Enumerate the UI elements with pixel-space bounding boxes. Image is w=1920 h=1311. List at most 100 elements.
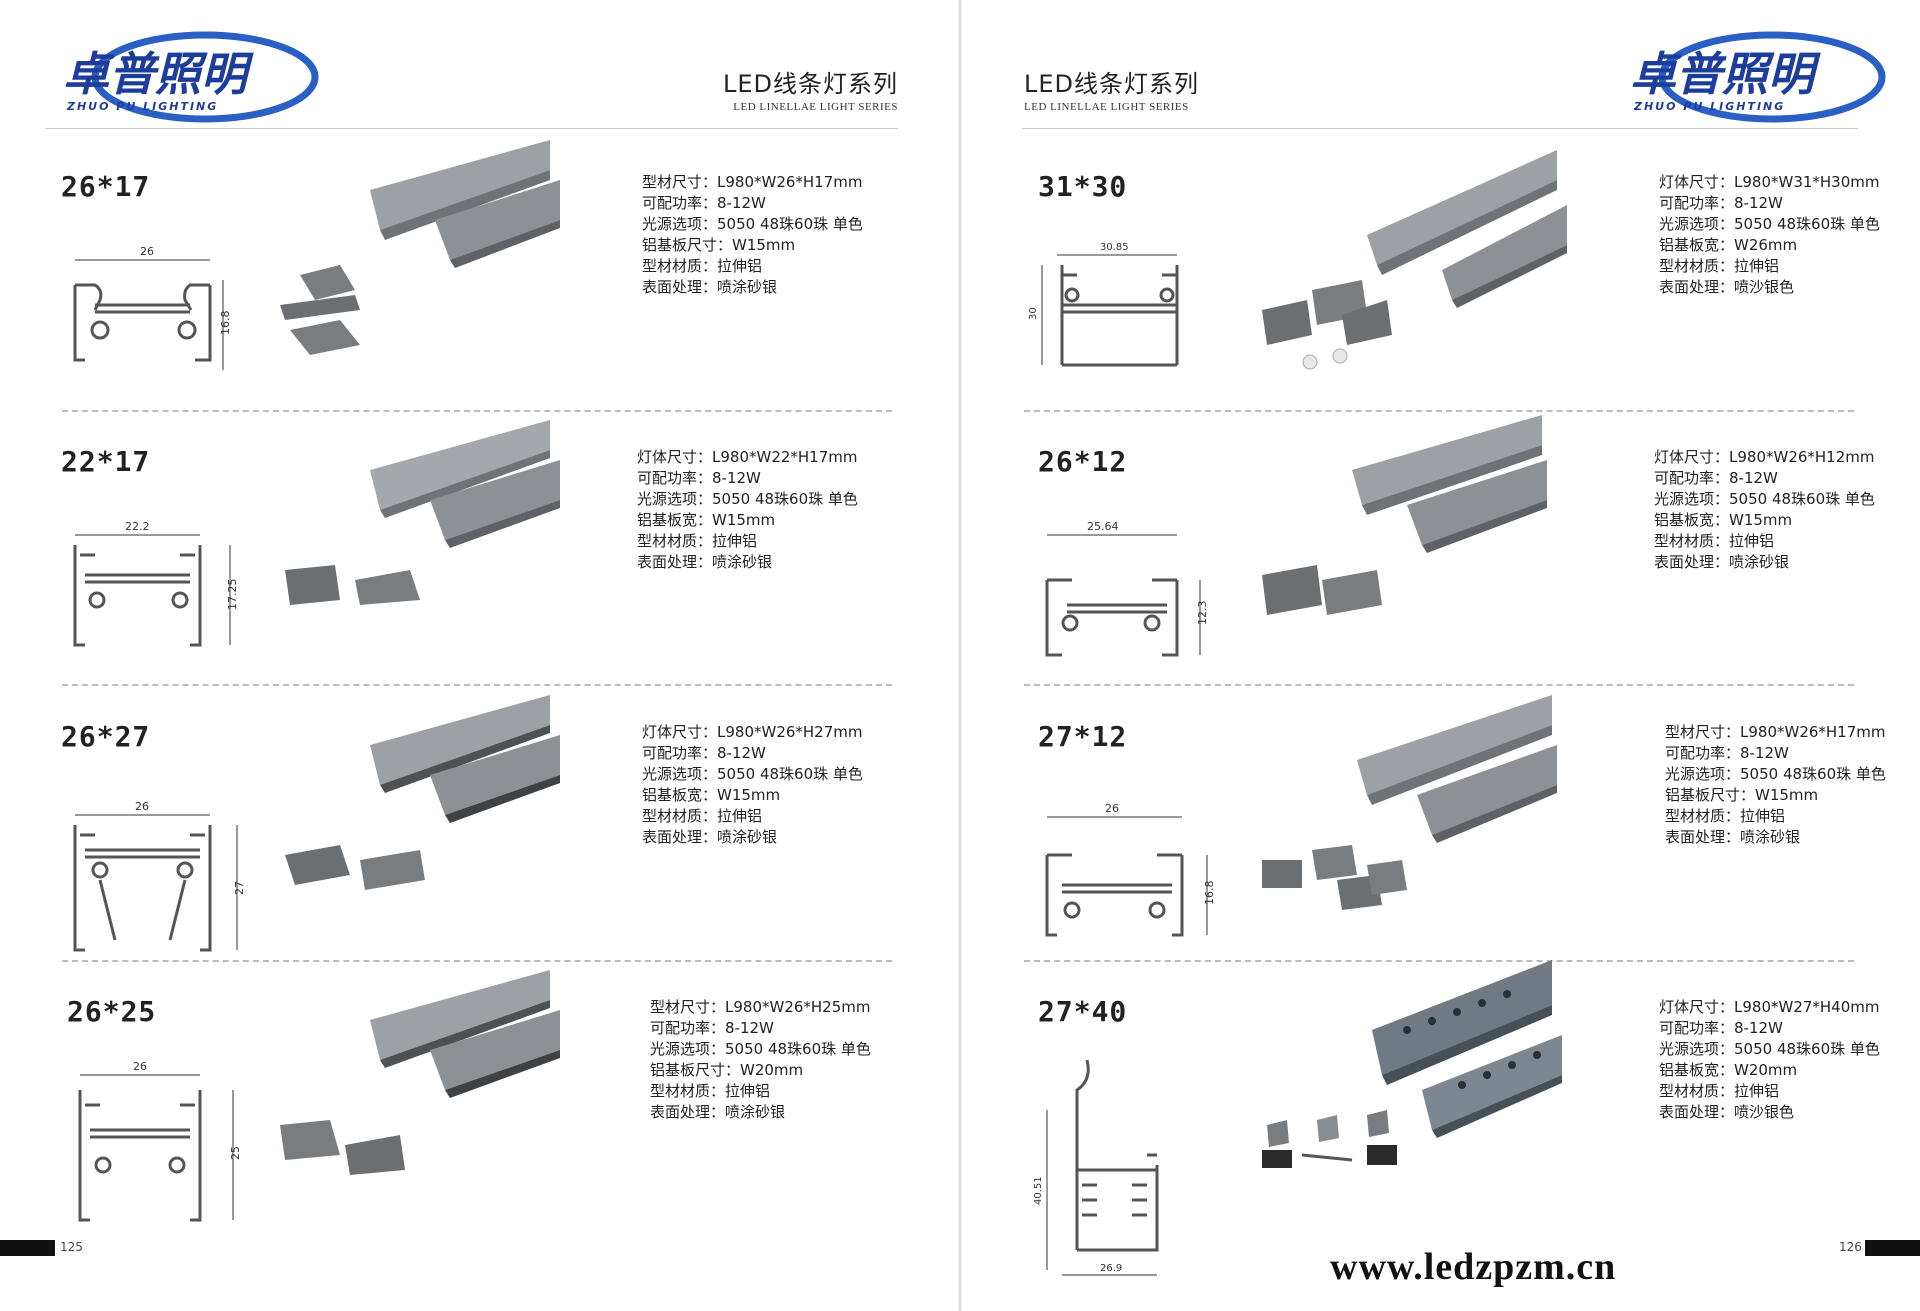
product-photo: [285, 420, 560, 605]
spec-line: 型材材质：拉伸铝: [642, 257, 763, 275]
svg-text:ZHUO PU LIGHTING: ZHUO PU LIGHTING: [1633, 100, 1785, 113]
brand-logo: 卓普照明 ZHUO PU LIGHTING: [1622, 22, 1886, 132]
spec-line: 表面处理：喷涂砂银: [1665, 828, 1801, 846]
section-title: 27*40: [1038, 995, 1128, 1028]
spec-line: 表面处理：喷涂砂银: [637, 553, 773, 571]
dim-width: 30.85: [1100, 242, 1129, 253]
spec-line: 光源选项：5050 48珠60珠 单色: [1654, 490, 1875, 508]
spec-line: 可配功率：8-12W: [642, 744, 766, 762]
website-url: www.ledzpzm.cn: [1330, 1246, 1617, 1288]
product-photo: [1262, 695, 1557, 910]
profile-drawing: 26 25: [78, 1060, 242, 1222]
spec-line: 可配功率：8-12W: [1654, 469, 1778, 487]
product-section: 22*17 22.2 17.25 灯体尺寸：L980*W22*H17mm 可配功…: [45, 420, 895, 695]
dim-width: 26: [140, 245, 154, 258]
spec-line: 型材材质：拉伸铝: [1665, 807, 1786, 825]
section-title: 31*30: [1038, 170, 1128, 203]
section-divider: [1024, 960, 1854, 962]
header-rule: [1022, 128, 1858, 129]
spec-list: 灯体尺寸：L980*W31*H30mm 可配功率：8-12W 光源选项：5050…: [1659, 172, 1880, 298]
spec-line: 可配功率：8-12W: [642, 194, 766, 212]
product-section: 31*30 30.85 30 灯体尺寸：L980*W31*H30mm 可配功率：…: [1022, 150, 1880, 420]
spec-line: 铝基板尺寸：W15mm: [642, 236, 796, 254]
spec-line: 灯体尺寸：L980*W22*H17mm: [637, 448, 858, 466]
spec-line: 光源选项：5050 48珠60珠 单色: [1659, 1040, 1880, 1058]
spec-line: 型材材质：拉伸铝: [1654, 532, 1775, 550]
series-title-en: LED LINELLAE LIGHT SERIES: [733, 101, 898, 113]
dim-width: 26: [1105, 802, 1119, 815]
header-rule: [45, 128, 898, 129]
profile-drawing: 26 16.8: [1045, 802, 1216, 937]
spec-list: 灯体尺寸：L980*W22*H17mm 可配功率：8-12W 光源选项：5050…: [637, 447, 858, 573]
spec-line: 可配功率：8-12W: [1659, 194, 1783, 212]
product-photo: [280, 970, 560, 1175]
product-photo: [285, 695, 560, 890]
spec-line: 铝基板宽：W15mm: [1654, 511, 1793, 529]
spec-line: 可配功率：8-12W: [1665, 744, 1789, 762]
dim-width: 26: [133, 1060, 147, 1073]
product-photo: [1262, 415, 1547, 615]
series-heading: LED线条灯系列 LED LINELLAE LIGHT SERIES: [600, 64, 898, 113]
spec-line: 型材尺寸：L980*W26*H17mm: [642, 173, 863, 191]
dim-height: 12.3: [1196, 601, 1209, 626]
section-divider: [62, 684, 892, 686]
spec-line: 表面处理：喷涂砂银: [642, 828, 778, 846]
section-title: 26*12: [1038, 445, 1128, 478]
profile-drawing: 26 27: [73, 800, 246, 952]
product-photo: [1262, 150, 1567, 370]
spec-line: 铝基板宽：W15mm: [642, 786, 781, 804]
series-title-zh: LED线条灯系列: [1024, 70, 1200, 98]
series-heading: LED线条灯系列 LED LINELLAE LIGHT SERIES: [1024, 64, 1284, 113]
spec-line: 型材材质：拉伸铝: [1659, 1082, 1780, 1100]
spec-line: 表面处理：喷沙银色: [1659, 278, 1795, 296]
spec-line: 光源选项：5050 48珠60珠 单色: [1659, 215, 1880, 233]
spec-line: 光源选项：5050 48珠60珠 单色: [642, 765, 863, 783]
section-divider: [1024, 410, 1854, 412]
product-section: 27*40 40.51 26.9: [1022, 960, 1880, 1276]
svg-text:卓普照明: 卓普照明: [63, 47, 254, 101]
dim-width: 25.64: [1087, 520, 1119, 533]
page-bar: [1865, 1240, 1920, 1256]
section-title: 26*25: [67, 995, 157, 1028]
brand-logo: 卓普照明 ZHUO PU LIGHTING: [55, 22, 319, 132]
series-title-zh: LED线条灯系列: [722, 70, 898, 98]
spec-line: 铝基板尺寸：W15mm: [1665, 786, 1819, 804]
spec-line: 可配功率：8-12W: [637, 469, 761, 487]
section-title: 26*27: [61, 720, 151, 753]
dim-height: 17.25: [226, 579, 239, 611]
dim-height: 25: [229, 1146, 242, 1160]
product-section: 26*12 25.64 12.3 灯体尺寸：L980*W26*H12mm 可配功…: [1022, 415, 1875, 695]
dim-width: 26: [135, 800, 149, 813]
page-bar: [0, 1240, 55, 1256]
svg-text:ZHUO PU LIGHTING: ZHUO PU LIGHTING: [66, 100, 218, 113]
section-title: 22*17: [61, 445, 151, 478]
spec-line: 型材材质：拉伸铝: [637, 532, 758, 550]
section-title: 26*17: [61, 170, 151, 203]
section-title: 27*12: [1038, 720, 1128, 753]
spec-line: 灯体尺寸：L980*W27*H40mm: [1659, 998, 1880, 1016]
spec-list: 型材尺寸：L980*W26*H17mm 可配功率：8-12W 光源选项：5050…: [642, 172, 863, 298]
product-photo: [280, 140, 560, 355]
spec-list: 型材尺寸：L980*W26*H25mm 可配功率：8-12W 光源选项：5050…: [650, 997, 871, 1123]
spec-line: 光源选项：5050 48珠60珠 单色: [642, 215, 863, 233]
dim-height: 27: [233, 881, 246, 895]
section-divider: [1024, 684, 1854, 686]
spec-list: 型材尺寸：L980*W26*H17mm 可配功率：8-12W 光源选项：5050…: [1665, 722, 1886, 848]
series-title-en: LED LINELLAE LIGHT SERIES: [1024, 101, 1189, 113]
spec-line: 铝基板尺寸：W20mm: [650, 1061, 804, 1079]
spec-line: 可配功率：8-12W: [650, 1019, 774, 1037]
spec-line: 型材尺寸：L980*W26*H17mm: [1665, 723, 1886, 741]
profile-drawing: 26 16.8: [73, 245, 232, 370]
spec-line: 型材材质：拉伸铝: [1659, 257, 1780, 275]
spec-line: 铝基板宽：W26mm: [1659, 236, 1798, 254]
dim-width: 22.2: [125, 520, 150, 533]
spec-line: 型材尺寸：L980*W26*H25mm: [650, 998, 871, 1016]
dim-width: 26.9: [1100, 1263, 1122, 1274]
spec-list: 灯体尺寸：L980*W26*H12mm 可配功率：8-12W 光源选项：5050…: [1654, 447, 1875, 573]
product-section: 26*25 26 25 型材尺寸：L980*W26*H25mm 可配功率：8-1…: [45, 970, 895, 1245]
spec-line: 铝基板宽：W20mm: [1659, 1061, 1798, 1079]
dim-height: 16.8: [219, 311, 232, 336]
spec-line: 光源选项：5050 48珠60珠 单色: [1665, 765, 1886, 783]
product-section: 26*17 26 16.8 型材尺寸：L980*W26*H17mm 可配功率：8…: [45, 140, 895, 420]
spec-line: 可配功率：8-12W: [1659, 1019, 1783, 1037]
